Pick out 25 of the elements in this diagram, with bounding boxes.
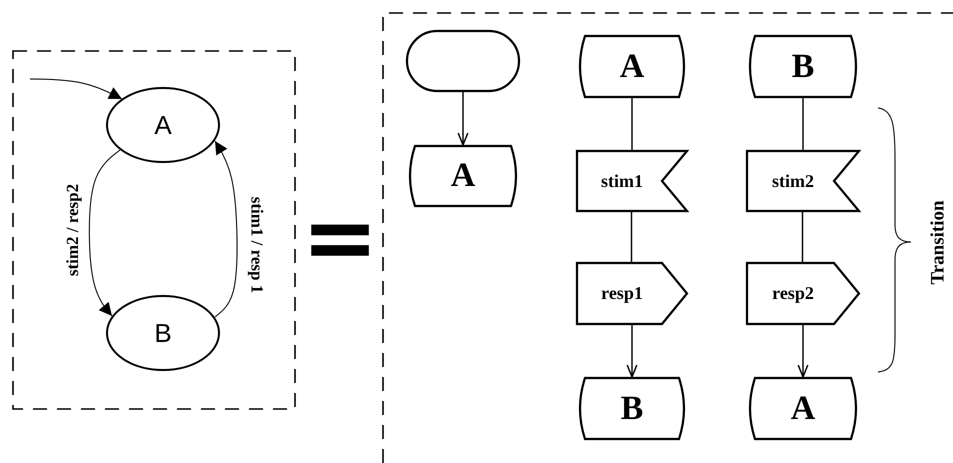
arrow	[457, 92, 469, 146]
state-name: B	[620, 390, 644, 428]
connector-line	[802, 212, 804, 262]
connector-line	[802, 98, 804, 150]
state-name: B	[792, 48, 814, 86]
equals-sign: =	[301, 192, 379, 284]
arrow	[626, 325, 638, 378]
brace-label: Transition	[928, 200, 948, 284]
state-name: A	[154, 110, 172, 140]
signal-name: stim1	[601, 170, 643, 192]
connector-line	[631, 98, 633, 150]
state-name: A	[790, 390, 816, 428]
signal-name: stim2	[772, 170, 814, 192]
state-name: B	[154, 318, 172, 348]
arrow	[214, 140, 238, 318]
edge-label: stim2 / resp2	[63, 182, 83, 278]
state-name: A	[620, 48, 644, 86]
signal-name: resp1	[601, 283, 643, 304]
arrow	[30, 78, 122, 100]
connector-line	[630, 212, 632, 262]
state-name: A	[450, 157, 476, 195]
arrow	[797, 325, 809, 378]
edge-label: stim1 / resp 1	[246, 196, 266, 294]
signal-name: resp2	[772, 283, 814, 304]
arrow	[88, 150, 120, 316]
